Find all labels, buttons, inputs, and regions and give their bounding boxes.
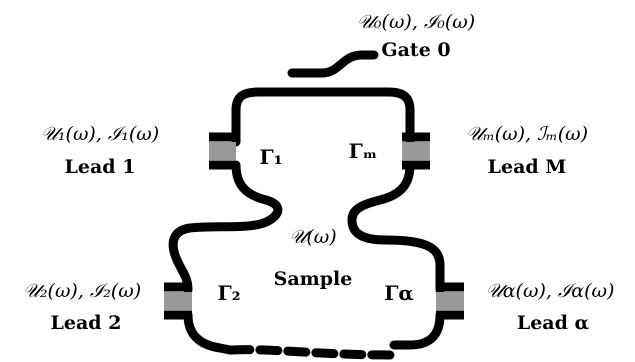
gate0-quantities: 𝒰₀(ω), ℐ₀(ω) xyxy=(357,11,475,33)
sample-boundary-open xyxy=(227,345,395,360)
gamma1-label: Γ₁ xyxy=(260,145,283,169)
gate0-label: Gate 0 xyxy=(381,39,450,61)
lead2-contact xyxy=(164,292,192,310)
lead2-quantities: 𝒰₂(ω), ℐ₂(ω) xyxy=(23,280,141,302)
leadM-contact xyxy=(402,142,430,160)
leadAlpha-label: Lead α xyxy=(517,312,590,334)
sample-label: Sample xyxy=(274,268,353,290)
lead1-label: Lead 1 xyxy=(65,156,136,178)
leadM-label: Lead M xyxy=(488,156,567,178)
leadM-quantities: 𝒰ₘ(ω), ℐₘ(ω) xyxy=(466,123,588,145)
sample-potential: 𝒰(ω) xyxy=(289,226,336,248)
gammaAlpha-label: Γα xyxy=(384,281,414,305)
gammaM-label: Γₘ xyxy=(349,139,378,163)
lead1-quantities: 𝒰₁(ω), ℐ₁(ω) xyxy=(41,123,159,145)
lead2-label: Lead 2 xyxy=(51,312,122,334)
leadAlpha-contact xyxy=(436,292,464,310)
sample-boundary xyxy=(168,87,445,355)
gamma2-label: Γ₂ xyxy=(218,281,241,305)
leadAlpha-quantities: 𝒰α(ω), ℐα(ω) xyxy=(486,280,615,302)
lead1-contact xyxy=(209,142,236,160)
gate-wire xyxy=(287,50,379,78)
